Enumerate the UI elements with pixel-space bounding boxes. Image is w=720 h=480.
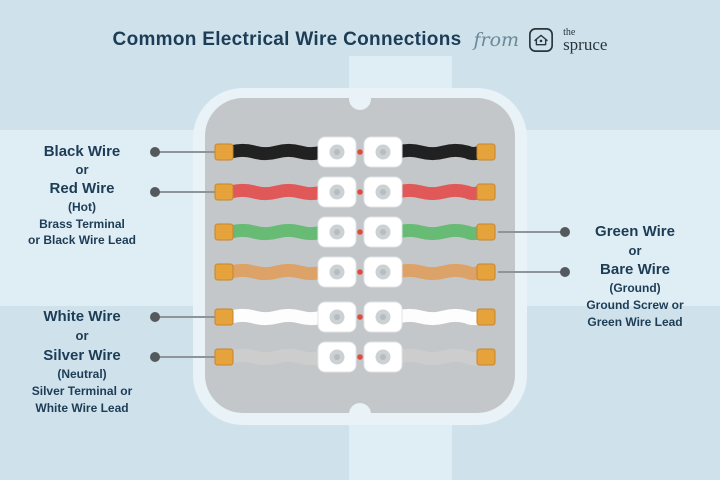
label-line: Bare Wire — [600, 261, 670, 278]
right-conduit-band — [504, 130, 720, 306]
knockout-notch-top — [349, 88, 371, 110]
title-bar: Common Electrical Wire Connections from … — [0, 24, 720, 56]
label-line: or — [75, 162, 89, 177]
spruce-logo-icon — [529, 28, 554, 52]
label-line: (Ground) — [609, 281, 661, 295]
label-line: or — [628, 243, 642, 258]
label-line: Red Wire — [49, 180, 115, 197]
left-conduit-band — [0, 130, 216, 306]
label-line: Green Wire — [595, 223, 675, 240]
label-line: Silver Terminal or — [31, 384, 133, 398]
neutral-wire-label-group: White Wire or Silver Wire (Neutral) Silv… — [7, 308, 157, 416]
junction-box — [205, 98, 515, 413]
label-line: (Hot) — [68, 200, 96, 214]
label-line: (Neutral) — [57, 367, 107, 381]
hot-wire-label-group: Black Wire or Red Wire (Hot) Brass Termi… — [7, 143, 157, 248]
brand-wordmark: the spruce — [563, 26, 608, 54]
label-line: Brass Terminal — [39, 217, 125, 231]
label-line: Black Wire — [43, 143, 121, 160]
ground-wire-label-group: Green Wire or Bare Wire (Ground) Ground … — [560, 223, 710, 330]
label-line: White Wire — [43, 308, 121, 325]
label-line: White Wire Lead — [35, 401, 129, 415]
brand-the: the — [563, 26, 576, 38]
knockout-notch-bottom — [349, 403, 371, 425]
label-line: Green Wire Lead — [587, 315, 683, 329]
brand-spruce: spruce — [563, 34, 608, 54]
label-line: or — [75, 328, 89, 343]
label-line: Ground Screw or — [586, 298, 684, 312]
label-line: Silver Wire — [43, 347, 121, 364]
from-text: from — [473, 29, 520, 51]
page-title: Common Electrical Wire Connections — [112, 29, 462, 50]
label-line: or Black Wire Lead — [28, 233, 136, 247]
